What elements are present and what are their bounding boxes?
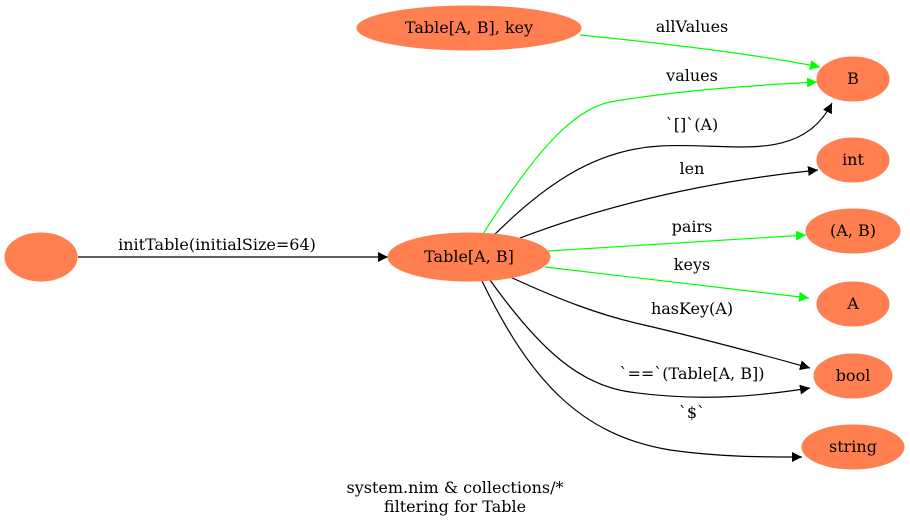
node-label-bool: bool bbox=[836, 366, 871, 385]
node-label-a: A bbox=[846, 294, 859, 313]
node-bool: bool bbox=[813, 353, 893, 399]
caption-line-2: filtering for Table bbox=[384, 497, 526, 516]
edge-index bbox=[492, 102, 833, 237]
edge-label-has-key: hasKey(A) bbox=[651, 299, 733, 318]
node-table: Table[A, B] bbox=[387, 232, 551, 282]
edge-pairs bbox=[547, 230, 807, 252]
diagram-caption: system.nim & collections/* filtering for… bbox=[347, 478, 564, 516]
edge-label-len: len bbox=[680, 159, 705, 178]
edge-has-key bbox=[507, 275, 811, 371]
edge-dollar bbox=[481, 280, 803, 462]
node-b: B bbox=[816, 56, 890, 102]
node-int: int bbox=[816, 137, 890, 183]
edge-len bbox=[519, 166, 819, 239]
edge-label-index: `[]`(A) bbox=[666, 115, 719, 134]
edge-label-pairs: pairs bbox=[672, 217, 713, 236]
node-label-table: Table[A, B] bbox=[424, 247, 514, 266]
node-a: A bbox=[816, 281, 890, 327]
node-label-string: string bbox=[829, 437, 877, 456]
node-tuple: (A, B) bbox=[805, 208, 901, 254]
edge-labels: initTable(initialSize=64) allValues valu… bbox=[118, 17, 764, 422]
edge-keys bbox=[544, 266, 810, 302]
caption-line-1: system.nim & collections/* bbox=[347, 478, 564, 497]
node-label-b: B bbox=[847, 69, 859, 88]
edge-equals bbox=[489, 279, 811, 398]
edge-all-values bbox=[579, 34, 821, 70]
node-string: string bbox=[801, 424, 905, 470]
edge-label-all-values: allValues bbox=[656, 17, 729, 36]
edge-label-keys: keys bbox=[674, 255, 710, 274]
edge-values bbox=[482, 77, 818, 235]
node-label-table-key: Table[A, B], key bbox=[405, 18, 533, 37]
node-start bbox=[4, 232, 78, 282]
node-label-tuple: (A, B) bbox=[830, 221, 876, 240]
node-label-int: int bbox=[842, 150, 864, 169]
edge-label-equals: `==`(Table[A, B]) bbox=[619, 364, 764, 383]
nodes: Table[A, B], key Table[A, B] B int (A, B… bbox=[4, 5, 905, 470]
edge-label-values: values bbox=[665, 66, 718, 85]
edge-label-init-table: initTable(initialSize=64) bbox=[118, 235, 316, 254]
node-table-key: Table[A, B], key bbox=[356, 5, 582, 51]
edge-label-dollar: `$` bbox=[679, 403, 705, 422]
edges bbox=[78, 34, 833, 462]
